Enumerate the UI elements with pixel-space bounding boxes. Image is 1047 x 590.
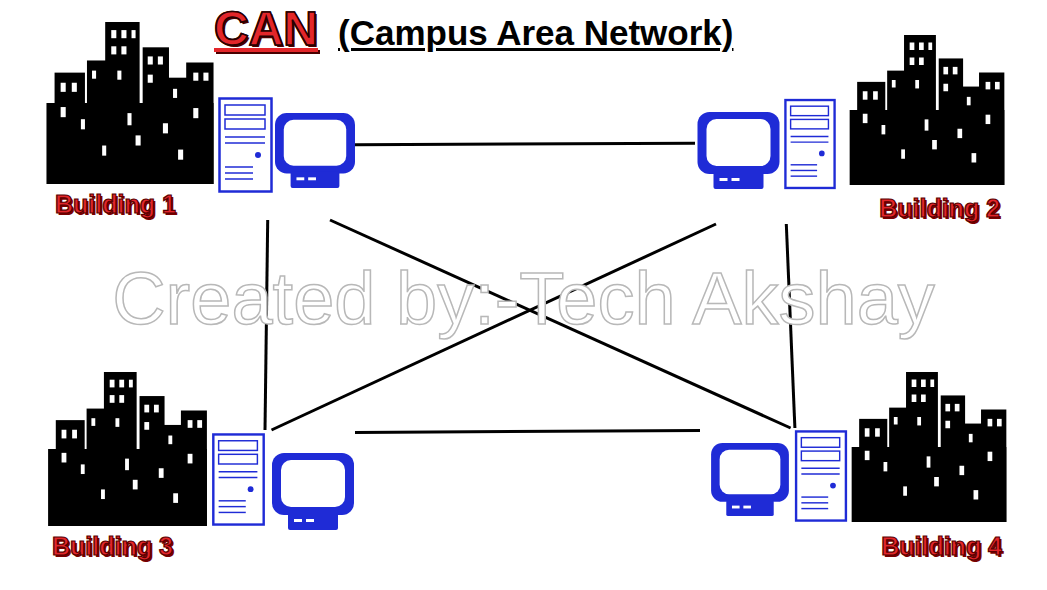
computer-tower xyxy=(785,100,834,188)
building-node: Building 3 xyxy=(45,430,355,562)
building-icon xyxy=(852,372,1007,522)
computer-tower xyxy=(796,431,846,520)
building-label: Building 4 xyxy=(881,533,1002,561)
title-text: CAN xyxy=(214,4,318,54)
computer-monitor xyxy=(698,112,780,189)
building-icon xyxy=(46,22,213,184)
building-node: Building 4 xyxy=(700,428,1010,562)
computer-monitor xyxy=(272,453,354,530)
building-label: Building 2 xyxy=(879,195,1000,223)
building-node: Building 2 xyxy=(695,95,1005,224)
computer-monitor xyxy=(711,443,789,516)
network-link xyxy=(355,431,700,433)
building-label: Building 3 xyxy=(52,533,173,561)
building-icon xyxy=(48,372,207,526)
building-icon xyxy=(850,35,1005,185)
building-node: Building 1 xyxy=(45,95,355,220)
building-label: Building 1 xyxy=(55,191,176,219)
watermark-text: Created by:-Tech Akshay xyxy=(0,258,1047,339)
network-link xyxy=(355,143,695,145)
subtitle-text: (Campus Area Network) xyxy=(338,14,733,53)
computer-monitor xyxy=(275,113,355,188)
computer-tower xyxy=(213,434,263,524)
computer-tower xyxy=(220,99,272,192)
